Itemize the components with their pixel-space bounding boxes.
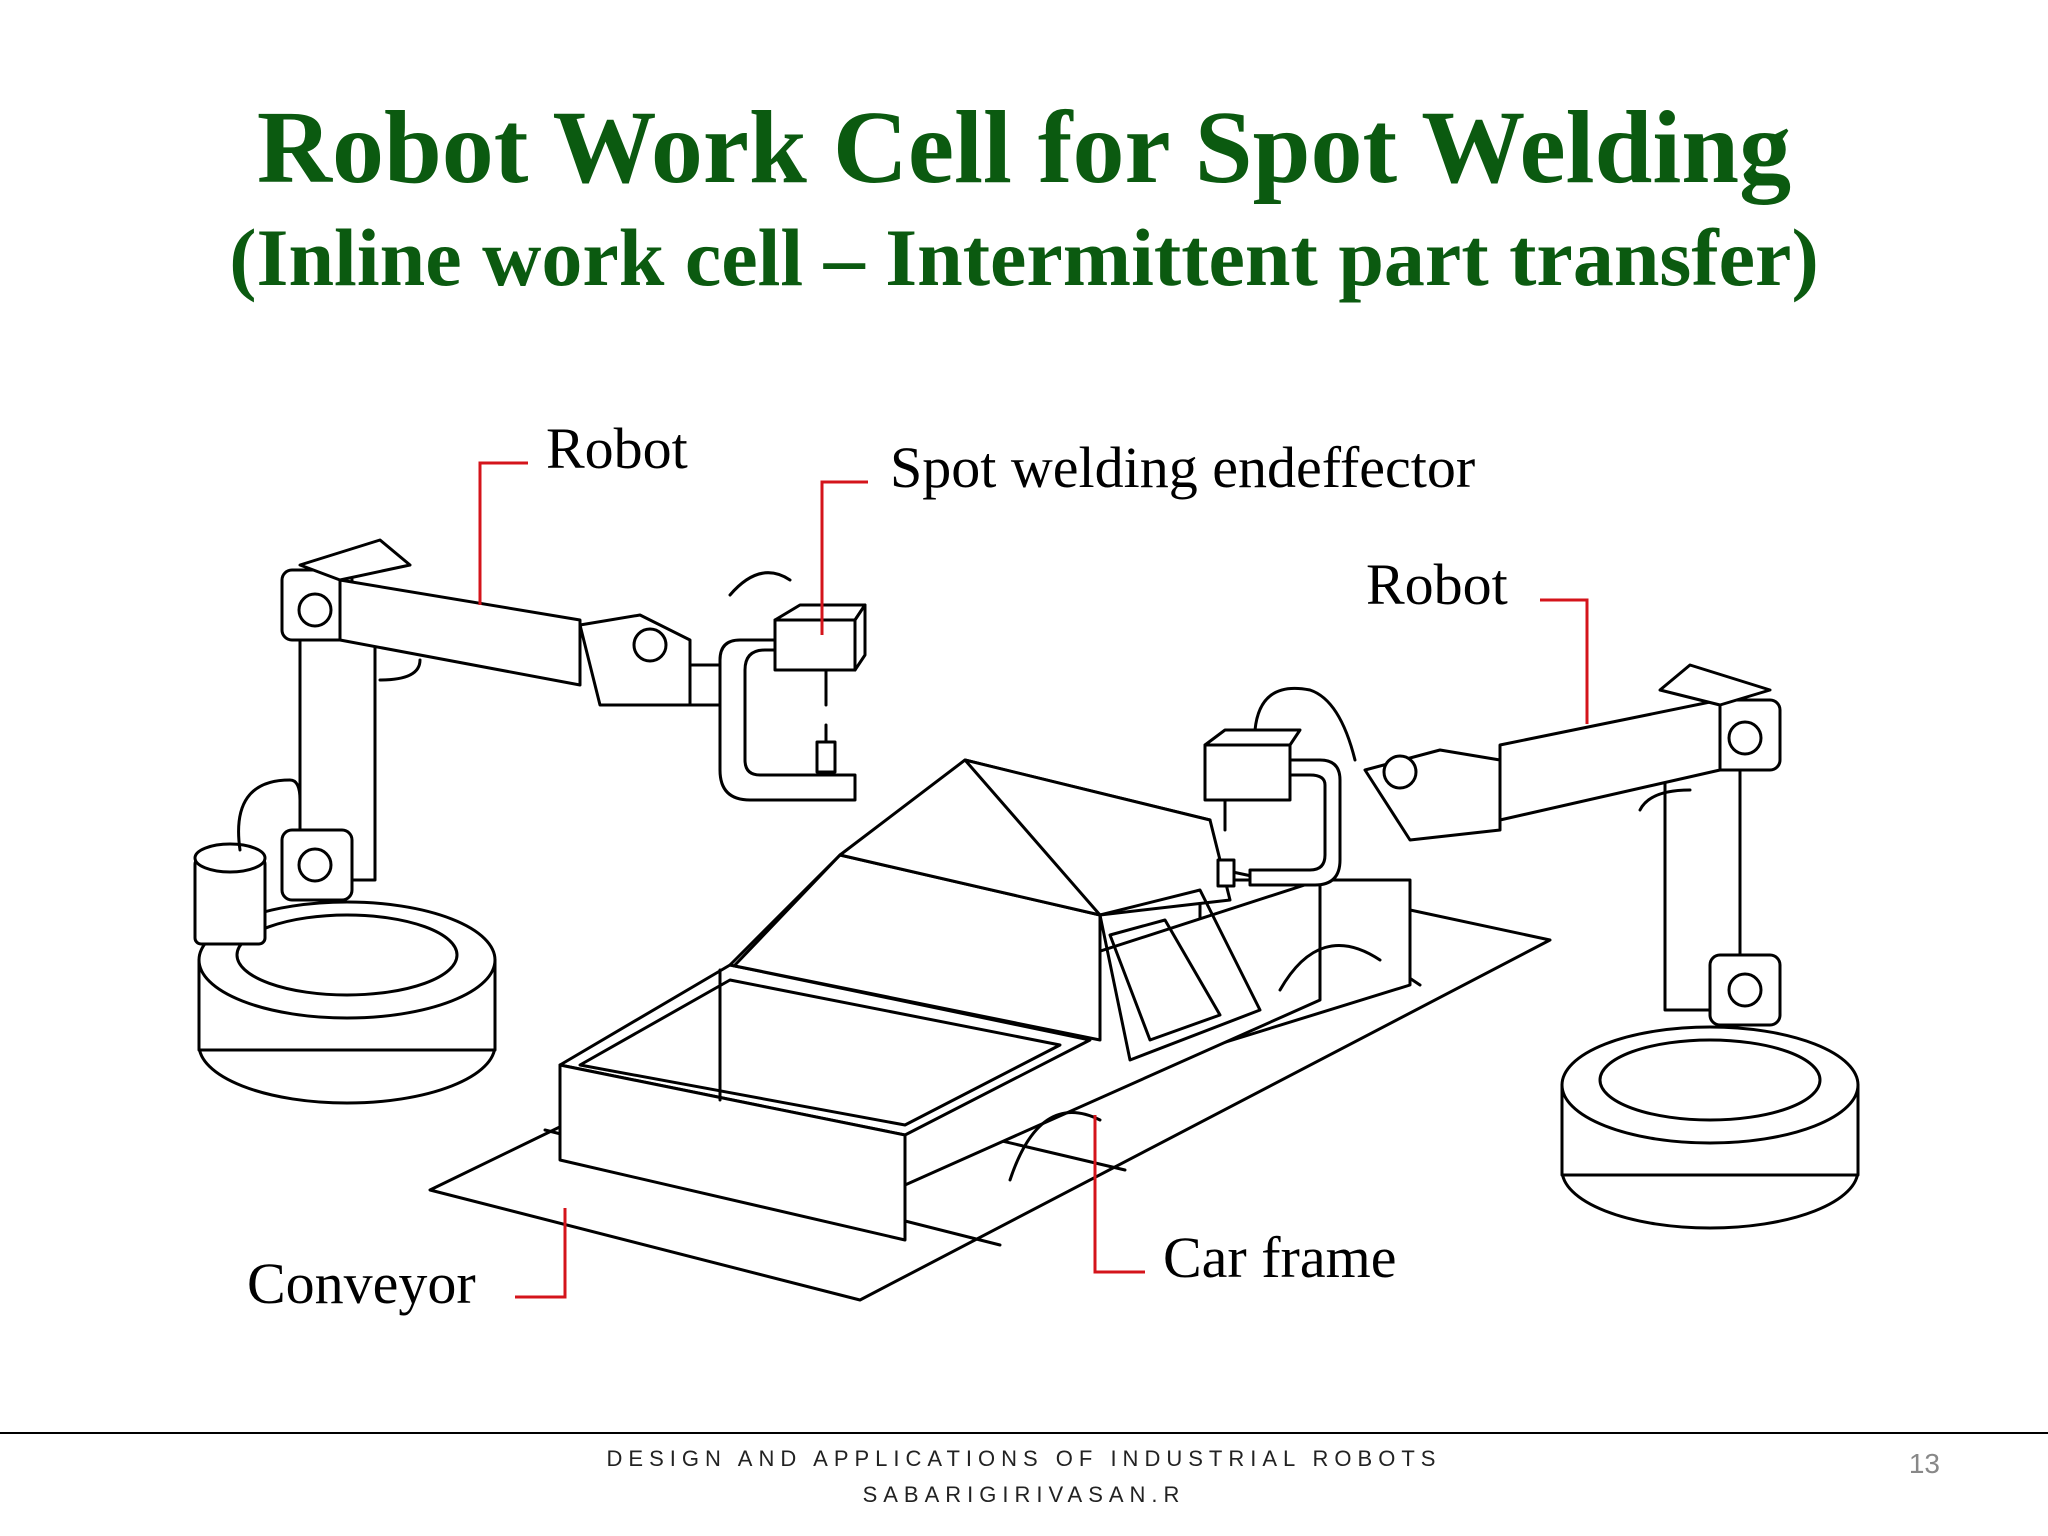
footer-course-title: DESIGN AND APPLICATIONS OF INDUSTRIAL RO…	[606, 1446, 1442, 1471]
label-car-frame: Car frame	[1163, 1225, 1396, 1290]
page-number: 13	[1908, 1448, 1940, 1479]
robot-left	[193, 538, 792, 1105]
label-robot-left: Robot	[546, 416, 688, 481]
footer-author: SABARIGIRIVASAN.R	[862, 1482, 1186, 1507]
work-cell-diagram: Robot Spot welding endeffector Robot Con…	[193, 416, 1860, 1316]
robot-right	[1363, 663, 1860, 1230]
car-frame	[558, 758, 1412, 1242]
leader-conveyor	[515, 1208, 567, 1299]
label-spot-welding-endeffector: Spot welding endeffector	[890, 435, 1475, 500]
label-conveyor: Conveyor	[247, 1251, 476, 1316]
leader-lines	[478, 461, 1589, 1299]
slide-subtitle: (Inline work cell – Intermittent part tr…	[229, 212, 1819, 303]
end-effector-left	[718, 603, 867, 802]
end-effector-right	[1203, 686, 1357, 888]
leader-robot-left	[478, 461, 528, 605]
leader-car-frame	[1093, 1115, 1145, 1274]
label-robot-right: Robot	[1366, 552, 1508, 617]
leader-robot-right	[1540, 598, 1589, 724]
slide-title: Robot Work Cell for Spot Welding	[256, 90, 1792, 205]
footer-rule	[0, 1432, 2048, 1434]
leader-spot-welding	[820, 480, 868, 635]
